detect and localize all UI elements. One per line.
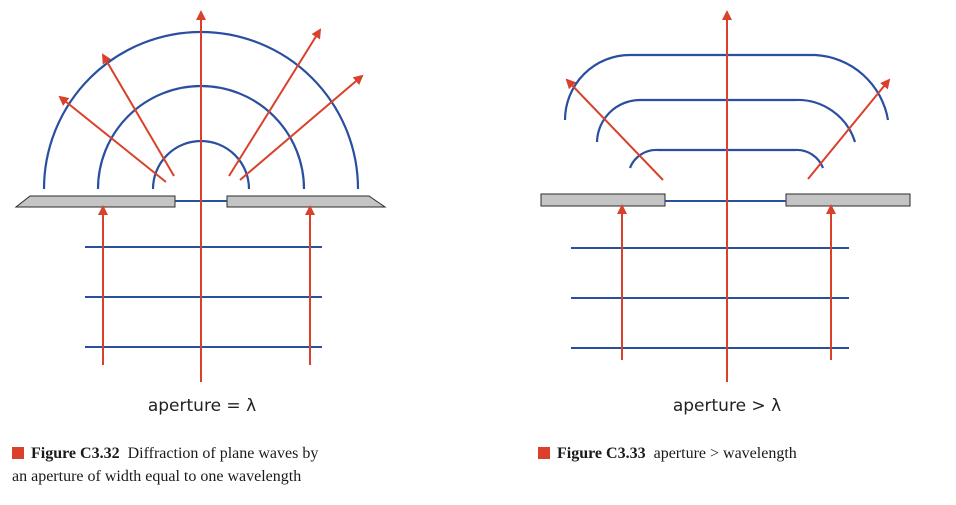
left-incident-wavefronts [85,246,322,348]
left-figure-number: Figure C3.32 [31,445,120,462]
left-barrier-left-plate [14,195,176,208]
right-diffracted-ray-left [565,78,664,181]
right-diagram [540,10,911,382]
right-diffracted-ray-right [807,78,891,180]
right-barrier [540,193,911,207]
right-barrier-left-plate [540,193,666,207]
right-figure-number: Figure C3.33 [557,445,646,462]
left-barrier [14,195,387,208]
right-barrier-right-plate [785,193,911,207]
right-rays [565,10,891,382]
left-diagram [14,10,387,382]
left-diffracted-ray-far-left [58,95,167,183]
right-wavefront-medium [595,98,857,143]
left-diffracted-ray-right [228,28,322,177]
right-incident-wavefronts [571,247,849,349]
right-wavefront-large [563,53,890,121]
left-rays [58,10,364,382]
caption-square-icon [538,447,550,459]
left-caption-line1: Diffraction of plane waves by [127,445,319,462]
left-diffracted-ray-left [101,53,175,177]
left-figure-caption: Figure C3.32 Diffraction of plane waves … [12,442,432,488]
right-caption-text: aperture > wavelength [653,445,797,462]
left-diagram-label: aperture = λ [147,396,257,416]
left-barrier-right-plate [226,195,387,208]
left-diffracted-ray-far-right [239,74,364,181]
left-caption-line2: an aperture of width equal to one wavele… [12,468,302,485]
caption-square-icon [12,447,24,459]
right-diagram-label: aperture > λ [672,396,782,416]
right-figure-caption: Figure C3.33 aperture > wavelength [538,442,938,465]
